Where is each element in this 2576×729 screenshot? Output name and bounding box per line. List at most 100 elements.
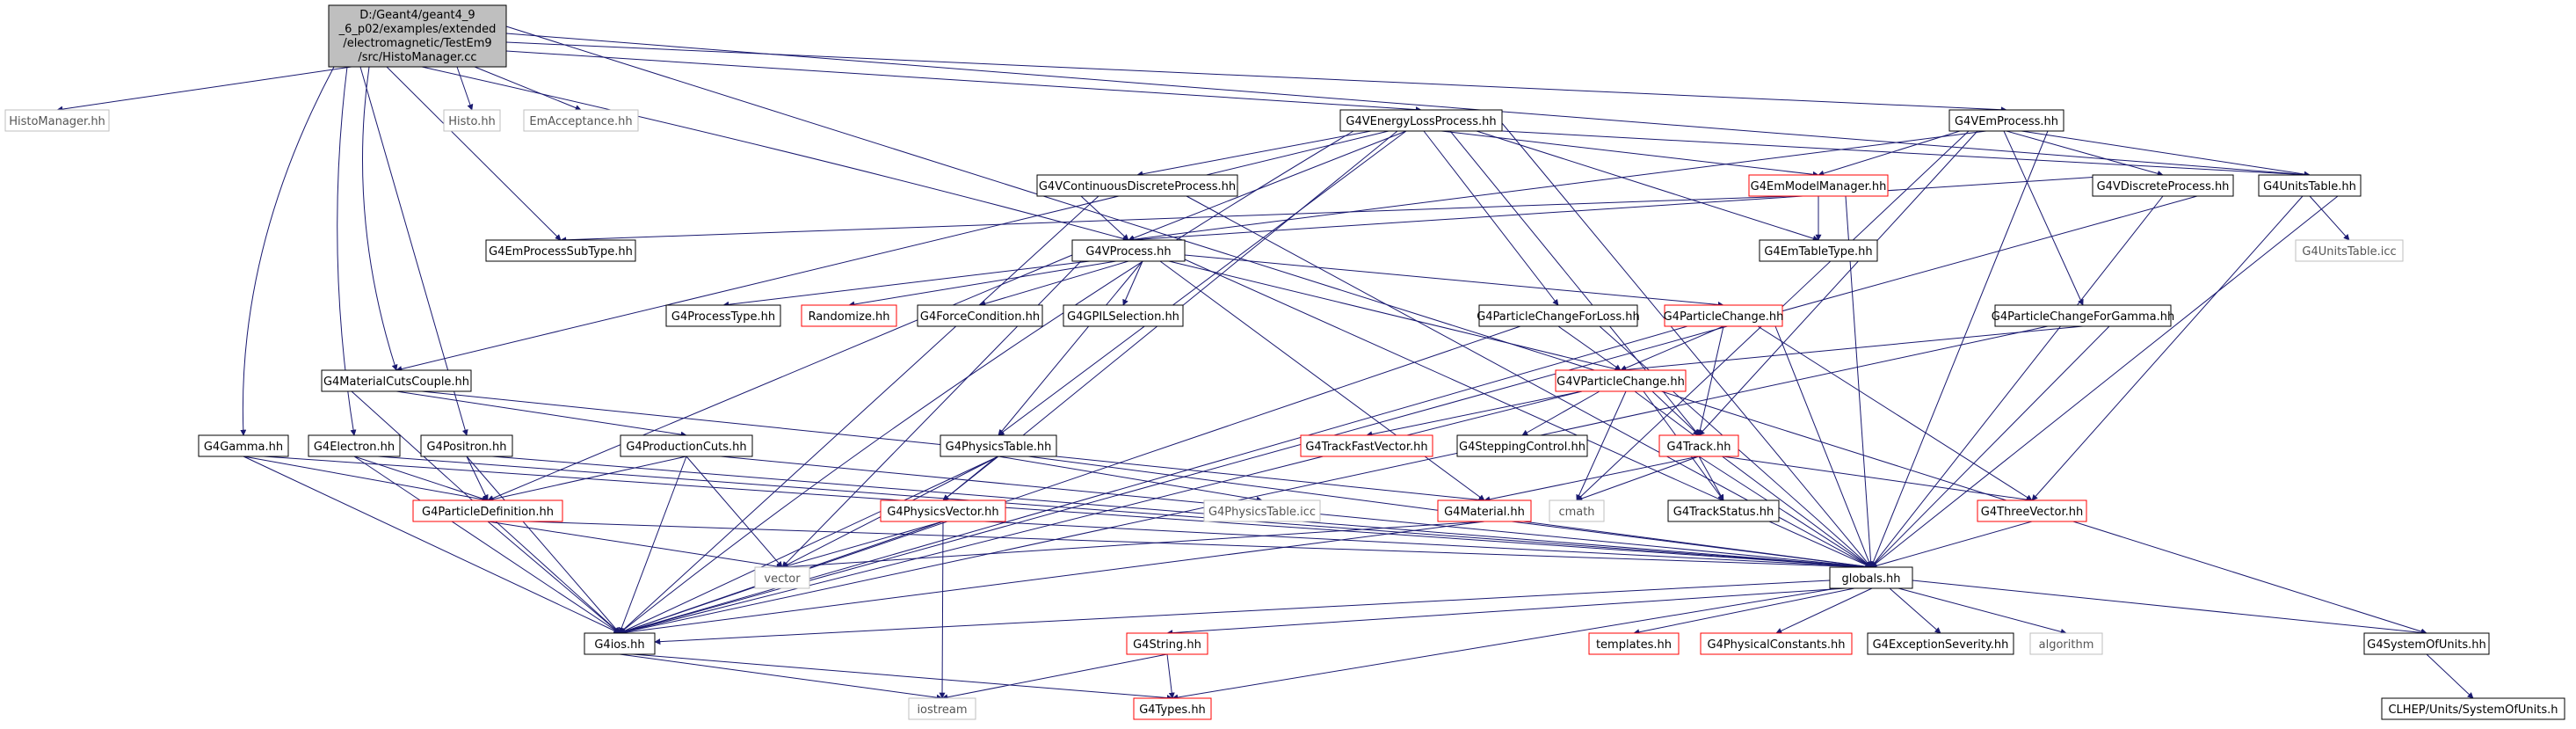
node-g4trackstatus-hh[interactable]: G4TrackStatus.hh [1667, 499, 1780, 522]
node-label: cmath [1558, 506, 1594, 519]
node-g4material-hh[interactable]: G4Material.hh [1437, 499, 1532, 522]
dependency-edge [2031, 195, 2304, 501]
node-g4unitstable-hh[interactable]: G4UnitsTable.hh [2258, 174, 2362, 197]
node-g4trackfastvector-hh[interactable]: G4TrackFastVector.hh [1300, 434, 1433, 457]
dependency-edge [619, 390, 1583, 635]
node-g4productioncuts-hh[interactable]: G4ProductionCuts.hh [620, 434, 753, 457]
node-g4physicsvector-hh[interactable]: G4PhysicsVector.hh [880, 499, 1006, 522]
node-label: G4ParticleDefinition.hh [422, 506, 554, 519]
node-g4emmodelmanager-hh[interactable]: G4EmModelManager.hh [1748, 174, 1889, 197]
node-g4gamma-hh[interactable]: G4Gamma.hh [198, 434, 289, 457]
dependency-edge [240, 66, 335, 436]
node-label: CLHEP/Units/SystemOfUnits.h [2388, 703, 2558, 717]
dependency-edge [1620, 325, 2084, 373]
node-label: Randomize.hh [809, 310, 890, 324]
node-g4physicalconstants-hh[interactable]: G4PhysicalConstants.hh [1700, 632, 1853, 655]
node-label: G4VContinuousDiscreteProcess.hh [1039, 180, 1236, 193]
node-label: G4TrackStatus.hh [1673, 506, 1774, 519]
node-g4exceptionseverity-hh[interactable]: G4ExceptionSeverity.hh [1867, 632, 2014, 655]
node-label: G4VEmProcess.hh [1955, 115, 2058, 128]
node-label: G4GPILSelection.hh [1067, 310, 1179, 324]
node-templates-hh[interactable]: templates.hh [1588, 632, 1680, 655]
dependency-edge [941, 653, 1168, 701]
node-label: G4PhysicalConstants.hh [1707, 638, 1845, 652]
dependency-edge [1870, 195, 2339, 568]
dependency-edge [619, 195, 2198, 635]
node-label: G4ParticleChangeForLoss.hh [1477, 310, 1640, 324]
node-g4ios-hh[interactable]: G4ios.hh [584, 632, 656, 655]
dependency-edge [1449, 130, 1700, 436]
node-label: G4VEnergyLossProcess.hh [1346, 115, 1496, 128]
dependency-edge [1128, 130, 1407, 241]
node-g4materialcutscouple-hh[interactable]: G4MaterialCutsCouple.hh [321, 369, 472, 392]
node-g4steppingcontrol-hh[interactable]: G4SteppingControl.hh [1456, 434, 1588, 457]
node-g4positron-hh[interactable]: G4Positron.hh [420, 434, 513, 457]
node-g4systemofunits-hh[interactable]: G4SystemOfUnits.hh [2363, 632, 2490, 655]
node-g4processtype-hh[interactable]: G4ProcessType.hh [665, 304, 781, 327]
node-label: vector [764, 572, 801, 586]
dependency-edge [1122, 260, 1143, 306]
node-g4particlechangeforloss-hh[interactable]: G4ParticleChangeForLoss.hh [1477, 304, 1640, 327]
dependency-edge [781, 521, 944, 569]
dependency-edge [421, 66, 1129, 242]
node-algorithm[interactable]: algorithm [2029, 632, 2103, 655]
node-g4threevector-hh[interactable]: G4ThreeVector.hh [1977, 499, 2087, 522]
node-globals-hh[interactable]: globals.hh [1829, 566, 1913, 589]
node-g4particlechange-hh[interactable]: G4ParticleChange.hh [1664, 304, 1784, 327]
node-g4physicstable-icc[interactable]: G4PhysicsTable.icc [1203, 499, 1321, 522]
dependency-edge [560, 195, 1794, 244]
node-g4types-hh[interactable]: G4Types.hh [1133, 697, 1212, 720]
node-g4vcontinuousdiscreteprocess-hh[interactable]: G4VContinuousDiscreteProcess.hh [1036, 174, 1238, 197]
dependency-edge [1476, 130, 1819, 242]
node-g4venergylossprocess-hh[interactable]: G4VEnergyLossProcess.hh [1339, 109, 1503, 132]
node-iostream[interactable]: iostream [908, 697, 976, 720]
dependency-edge [2021, 130, 2311, 178]
node-g4vemprocess-hh[interactable]: G4VEmProcess.hh [1948, 109, 2064, 132]
dependency-edge [456, 66, 474, 111]
node-g4track-hh[interactable]: G4Track.hh [1658, 434, 1739, 457]
node-label: G4ParticleChangeForGamma.hh [1992, 310, 2174, 324]
node-label: G4ParticleChange.hh [1664, 310, 1784, 324]
dependency-edge [1136, 130, 1372, 178]
node-g4vdiscreteprocess-hh[interactable]: G4VDiscreteProcess.hh [2092, 174, 2234, 197]
node-g4electron-hh[interactable]: G4Electron.hh [308, 434, 401, 457]
node-label: G4ios.hh [594, 638, 644, 652]
dependency-edge [632, 653, 1173, 701]
dependency-edge [1440, 130, 1819, 178]
node-cmath[interactable]: cmath [1549, 499, 1605, 522]
node-g4physicstable-hh[interactable]: G4PhysicsTable.hh [940, 434, 1057, 457]
node-label: G4ProductionCuts.hh [626, 441, 746, 454]
dependency-edge [1184, 254, 1724, 308]
root-node-histomanager-cc[interactable]: D:/Geant4/geant4_9 _6_p02/examples/exten… [328, 4, 507, 68]
node-g4particledefinition-hh[interactable]: G4ParticleDefinition.hh [412, 499, 563, 522]
node-g4vprocess-hh[interactable]: G4VProcess.hh [1071, 239, 1186, 262]
node-g4unitstable-icc[interactable]: G4UnitsTable.icc [2295, 239, 2404, 262]
node-randomize-hh[interactable]: Randomize.hh [801, 304, 897, 327]
dependency-edge [654, 580, 1831, 645]
node-g4string-hh[interactable]: G4String.hh [1126, 632, 1208, 655]
node-label: G4PhysicsTable.icc [1208, 506, 1316, 519]
dependency-edge [1696, 325, 1724, 436]
node-g4emtabletype-hh[interactable]: G4EmTableType.hh [1759, 239, 1878, 262]
edge-layer [56, 26, 2474, 701]
node-label: G4Electron.hh [314, 441, 395, 454]
dependency-edge [1521, 390, 1600, 436]
node-g4emprocesssubtype-hh[interactable]: G4EmProcessSubType.hh [485, 239, 636, 262]
node-emacceptance-hh[interactable]: EmAcceptance.hh [523, 109, 639, 132]
node-g4particlechangeforgamma-hh[interactable]: G4ParticleChangeForGamma.hh [1992, 304, 2174, 327]
dependency-edge [1128, 130, 1987, 243]
dependency-edge [1634, 390, 1872, 568]
dependency-edge [942, 456, 999, 501]
node-g4vparticlechange-hh[interactable]: G4VParticleChange.hh [1555, 369, 1687, 392]
node-layer: D:/Geant4/geant4_9 _6_p02/examples/exten… [4, 4, 2565, 720]
node-clhep-systemofunits-h[interactable]: CLHEP/Units/SystemOfUnits.h [2381, 697, 2565, 720]
dependency-edge [998, 260, 1143, 436]
dependency-edge [619, 325, 1521, 635]
node-g4forcecondition-hh[interactable]: G4ForceCondition.hh [917, 304, 1043, 327]
node-histo-hh[interactable]: Histo.hh [443, 109, 501, 132]
node-label: G4MaterialCutsCouple.hh [323, 375, 469, 389]
node-vector[interactable]: vector [754, 566, 810, 589]
node-histomanager-hh[interactable]: HistoManager.hh [4, 109, 110, 132]
node-label: G4String.hh [1133, 638, 1201, 652]
node-g4gpilselection-hh[interactable]: G4GPILSelection.hh [1063, 304, 1184, 327]
